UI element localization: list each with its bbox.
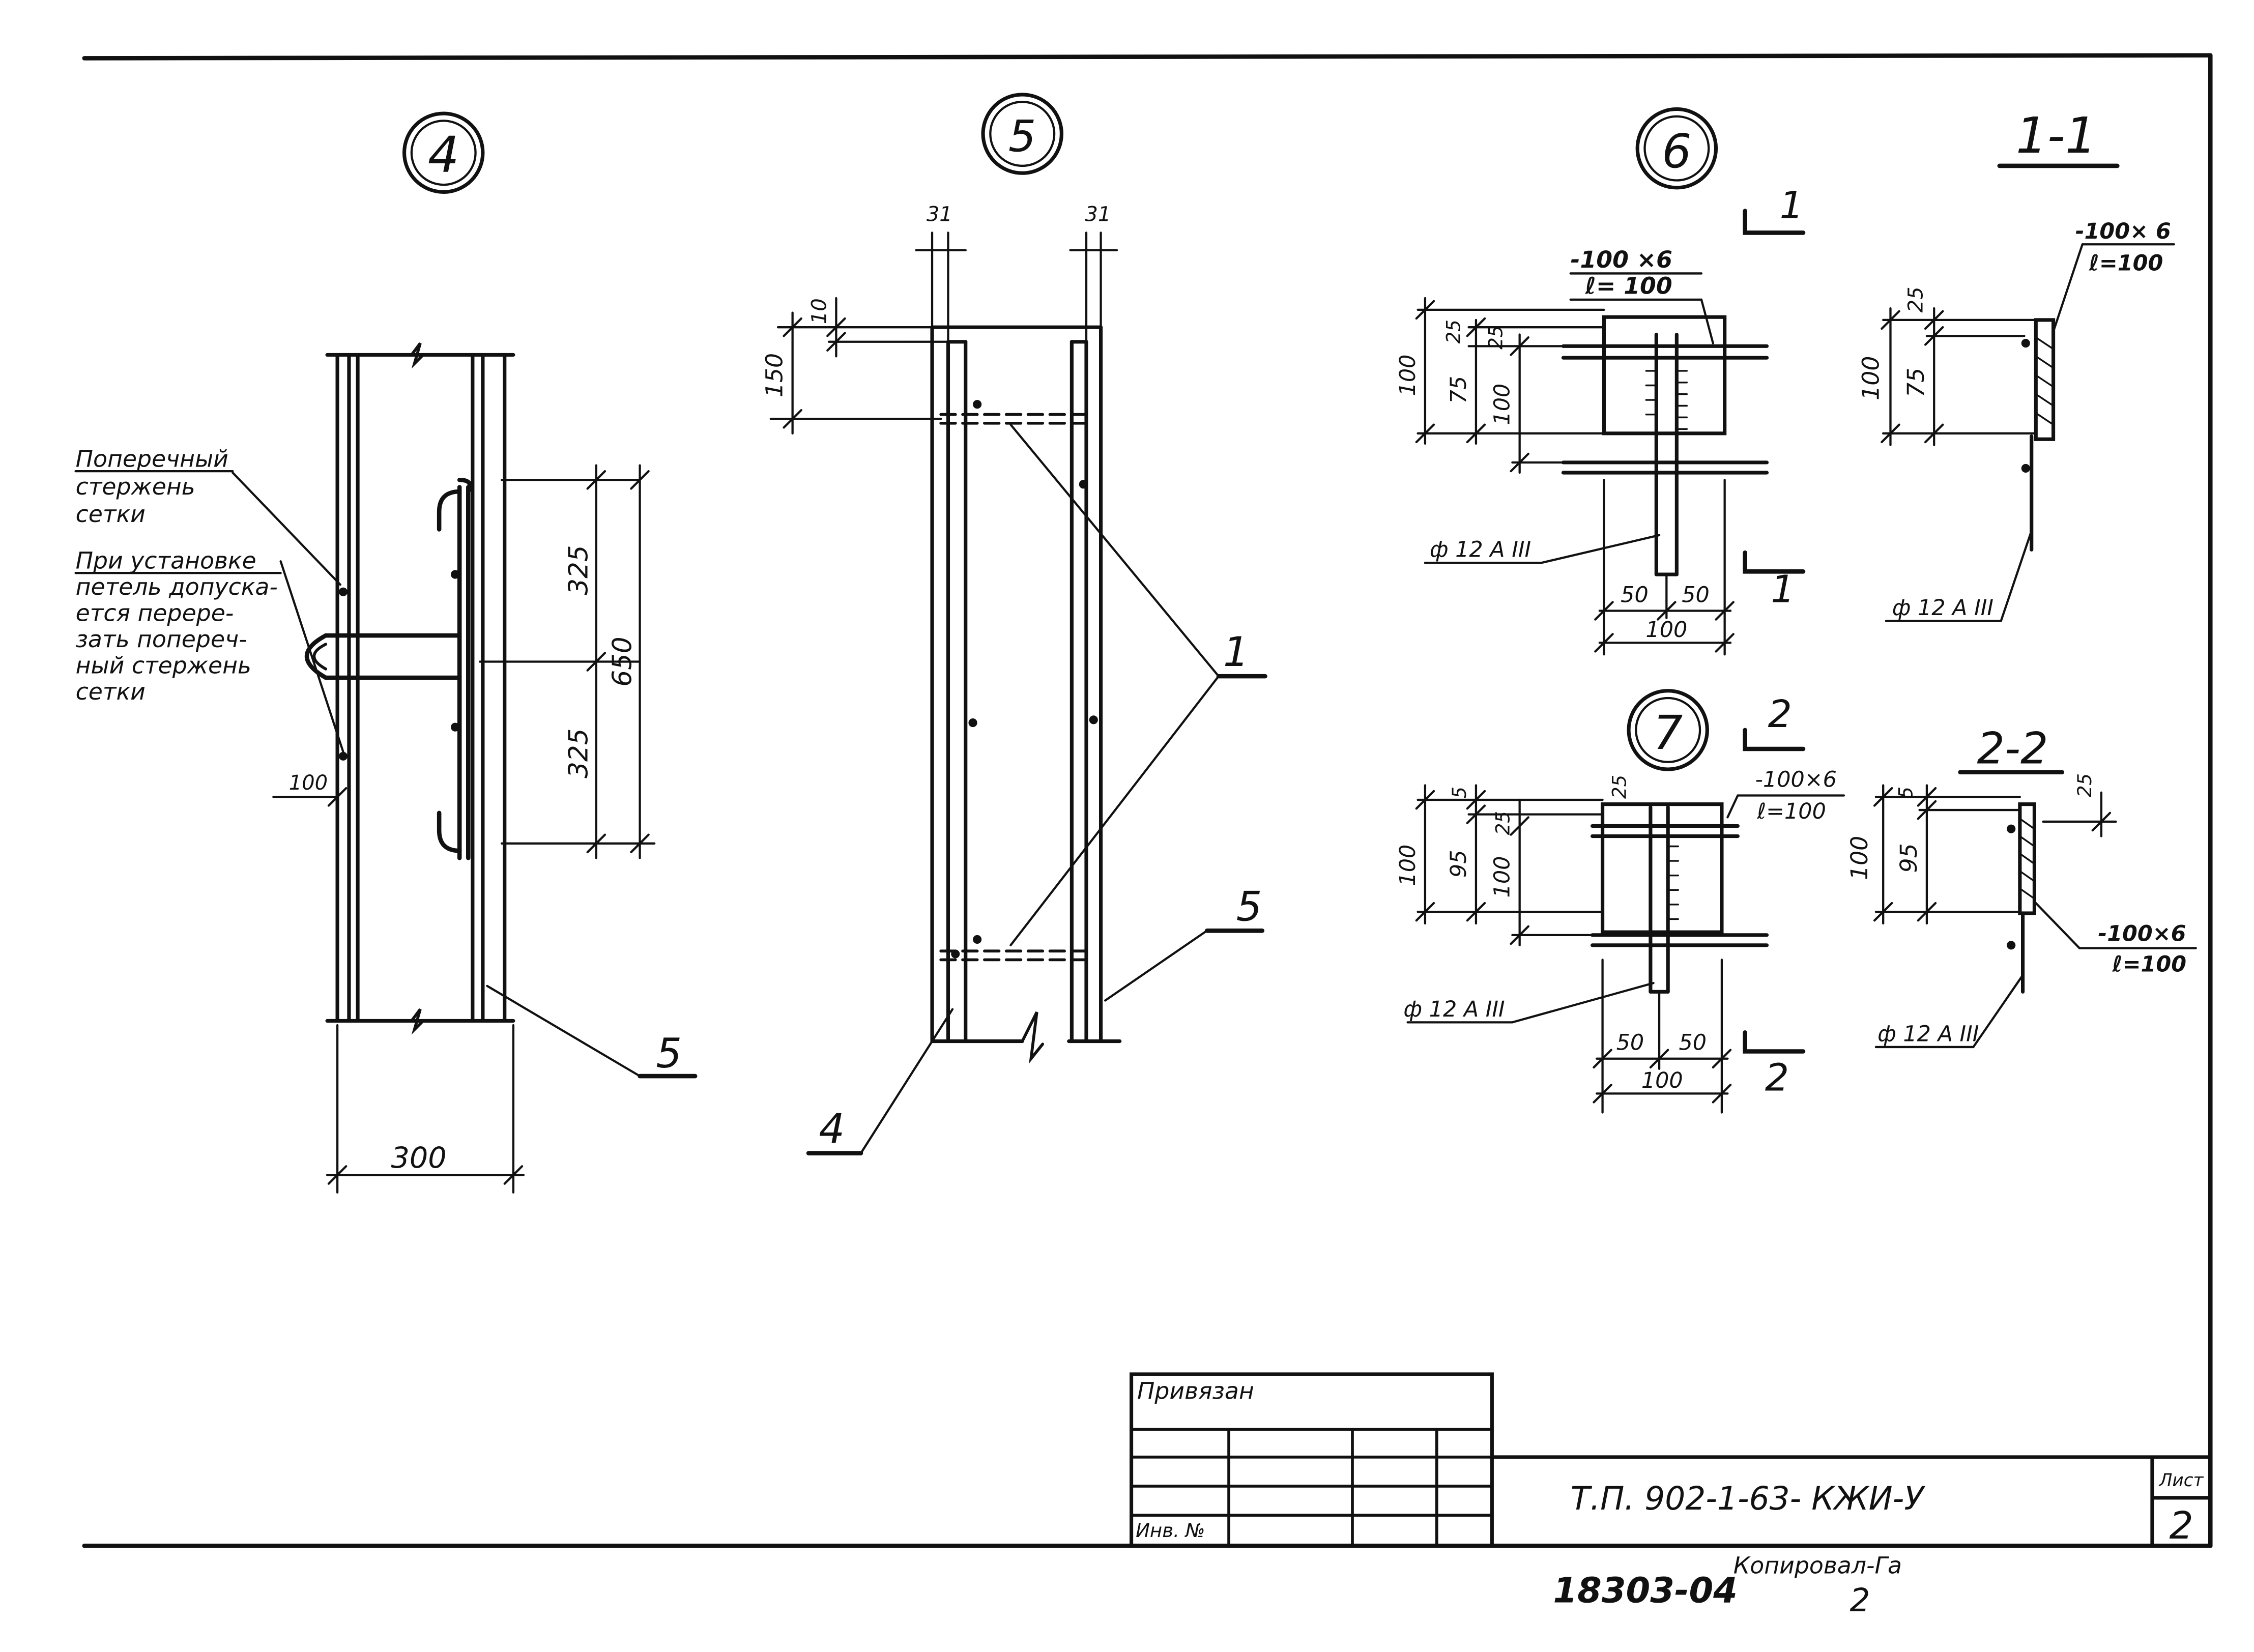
view-4-callout: 5 [656,1030,682,1077]
archive-number: 18303-04 [1553,1571,1737,1611]
view-5-dim-left-gap: 31 [927,203,952,226]
note-install-line-4: зать попереч- [76,626,247,653]
view-6-marker: 6 [1662,124,1691,179]
view-7-dim-25: 25 [1608,775,1630,799]
view-7-dim-50b: 50 [1679,1030,1707,1056]
attached-label: Привязан [1137,1378,1254,1405]
sheet-frame [82,53,2213,1548]
view-5: 5 [761,93,1267,1155]
view-5-callout-1: 1 [1223,628,1249,676]
note-install-line-1: При установке [76,547,256,574]
section-2-2-dim-100: 100 [1846,836,1873,880]
view-5-dim-150: 150 [761,353,788,397]
view-7-dim-95: 95 [1446,850,1471,878]
view-6-dim-75: 75 [1446,376,1471,404]
view-4-marker-circle [402,111,485,194]
note-install-line-5: ный стержень [76,652,251,679]
view-7-dim-100: 100 [1395,845,1421,886]
sheet-number: 2 [2169,1503,2193,1548]
view-6-dim-25: 25 [1442,320,1464,343]
view-7-dim-50a: 50 [1616,1030,1644,1056]
view-5-dim-right-gap: 31 [1085,203,1111,226]
section-1-1-dim-100: 100 [1858,356,1885,400]
view-6-cut-bottom: 1 [1771,567,1795,611]
section-2-2-dim-25: 25 [2074,773,2096,797]
view-6-bar: ф 12 А III [1430,537,1531,563]
view-7-dim-100b: 100 [1490,856,1515,898]
view-6-dim-25b: 25 [1485,326,1507,350]
section-1-1: 1-1 -100× 6 ℓ=100 25 100 75 [1858,107,2175,622]
view-7: 7 [1395,689,1845,1114]
view-4-marker: 4 [428,126,459,183]
view-7-marker: 7 [1653,706,1683,760]
view-4-dim-upper: 325 [564,545,594,595]
view-6-plate-line-1: -100 ×6 [1571,246,1672,273]
section-2-2-plate-line-1: -100×6 [2098,921,2186,946]
section-1-1-plate-line-2: ℓ=100 [2089,251,2163,276]
note-transverse-line-2: стержень [76,473,195,500]
view-7-marker-circle [1627,689,1709,771]
view-6-dim-100b: 100 [1490,384,1515,425]
inventory-number-label: Инв. № [1136,1520,1205,1542]
note-install-line-2: петель допуска- [76,573,278,600]
view-4-dim-total: 650 [607,636,638,686]
section-2-2-dim-95: 95 [1895,843,1922,873]
copy-mark: 2 [1850,1582,1870,1619]
view-7-plate-line-1: -100×6 [1755,767,1836,792]
title-block: Привязан Инв. № Т.П. 902-1-63- КЖИ-У Лис… [1130,1372,2212,1548]
view-7-dim-25b: 25 [1492,811,1514,835]
note-install-line-6: сетки [76,678,146,705]
note-transverse-line-3: сетки [76,501,146,528]
view-4-loop [304,477,472,860]
view-7-dim-5: 5 [1449,787,1470,799]
note-install-line-3: ется перере- [76,600,234,627]
section-2-2-bar: ф 12 А III [1877,1021,1979,1047]
copied-by: Копировал-Га [1733,1552,1902,1579]
document-code: Т.П. 902-1-63- КЖИ-У [1571,1480,1926,1517]
view-6-dim-50b: 50 [1682,582,1710,607]
view-7-dim-100c: 100 [1641,1068,1683,1093]
view-6-cut-top: 1 [1779,183,1803,227]
footer: 18303-04 Копировал-Га 2 [1553,1552,1902,1619]
section-1-1-title: 1-1 [2016,107,2097,164]
view-5-dim-10: 10 [807,298,831,324]
view-6-dim-100c: 100 [1645,617,1687,643]
section-1-1-dim-25: 25 [1904,286,1927,312]
view-5-callout-5: 5 [1236,883,1262,930]
view-7-cut-bottom: 2 [1765,1056,1789,1100]
view-6-plate-line-2: ℓ= 100 [1584,272,1672,299]
section-2-2-plate-line-2: ℓ=100 [2112,951,2186,977]
view-4-dim-width: 300 [391,1141,447,1175]
note-install: При установке петель допуска- ется перер… [76,547,278,705]
section-1-1-bar: ф 12 А III [1892,595,1993,621]
view-6-dim-50a: 50 [1621,582,1649,607]
section-1-1-dim-75: 75 [1902,368,1929,397]
view-7-bar: ф 12 А III [1403,997,1505,1022]
view-5-callout-4: 4 [819,1106,845,1153]
view-5-marker: 5 [1008,111,1036,162]
note-transverse-bar: Поперечный стержень сетки [76,446,228,528]
note-transverse-line-1: Поперечный [76,446,228,473]
view-4-dim-lower: 325 [564,729,594,778]
view-4: 4 [74,111,698,1194]
view-6-dim-100: 100 [1395,355,1421,396]
sheet-label: Лист [2158,1470,2204,1491]
section-2-2: 2-2 5 25 100 [1846,723,2197,1049]
view-6: 6 [1395,107,1806,656]
view-5-marker-circle [981,93,1063,175]
section-1-1-plate-line-1: -100× 6 [2075,219,2171,244]
view-7-cut-top: 2 [1768,692,1792,736]
view-7-plate-line-2: ℓ=100 [1756,799,1826,824]
view-6-marker-circle [1635,107,1718,190]
section-2-2-dim-5: 5 [1895,787,1917,799]
view-4-dim-offset: 100 [289,771,328,795]
section-2-2-title: 2-2 [1977,723,2048,774]
